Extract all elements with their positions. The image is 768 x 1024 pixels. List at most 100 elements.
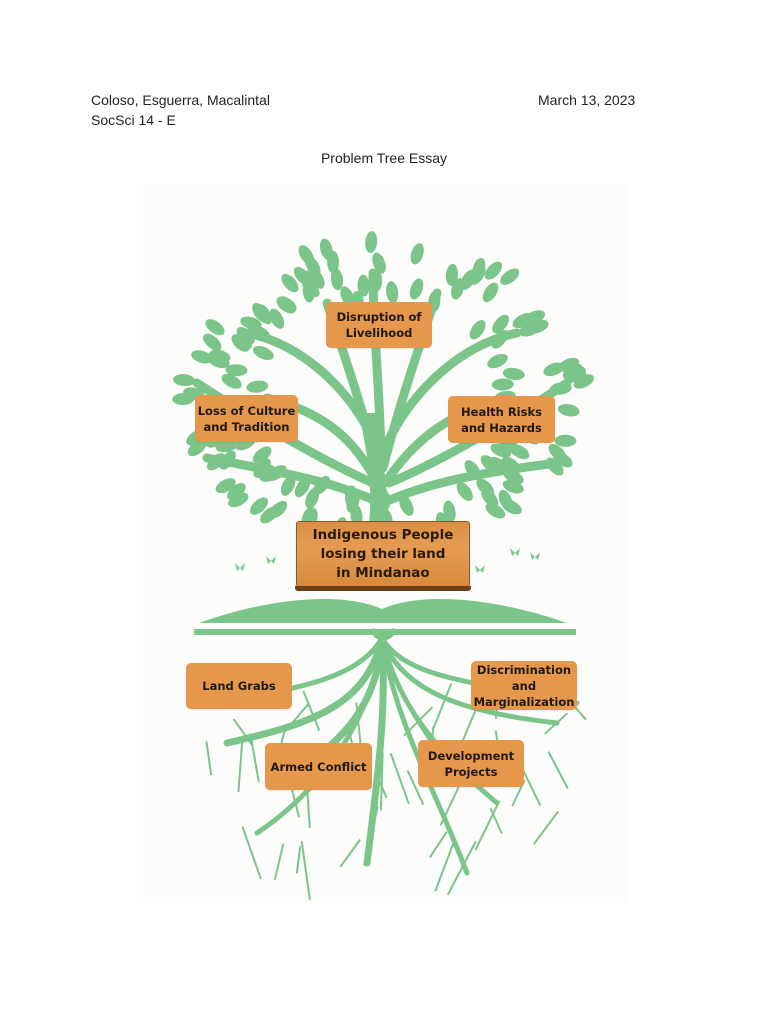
leaf xyxy=(558,357,580,372)
cause-development-projects: Development Projects xyxy=(418,740,524,787)
root-fiber xyxy=(363,806,379,867)
root-fiber xyxy=(532,810,559,845)
root-fiber xyxy=(544,712,569,735)
leaf xyxy=(246,380,269,393)
leaf xyxy=(500,268,520,285)
leaf xyxy=(487,353,508,369)
root-fiber xyxy=(295,846,302,874)
leaf xyxy=(221,373,242,389)
tree-root xyxy=(379,635,560,726)
leaf xyxy=(240,316,262,330)
tree-branch xyxy=(202,453,386,508)
leaf xyxy=(410,243,424,265)
course-code: SocSci 14 - E xyxy=(91,112,176,128)
cause-armed-conflict: Armed Conflict xyxy=(265,743,372,790)
leaf xyxy=(357,274,370,297)
leaf xyxy=(303,270,319,291)
effect-disruption-of-livelihood: Disruption of Livelihood xyxy=(326,302,432,348)
butterfly-icon xyxy=(530,552,540,560)
butterfly-icon xyxy=(235,563,245,571)
root-fiber xyxy=(446,840,477,896)
root-fiber xyxy=(489,807,503,834)
core-problem-sign: Indigenous People losing their land in M… xyxy=(295,521,471,591)
leaf xyxy=(205,319,225,336)
root-fiber xyxy=(241,826,262,880)
leaf xyxy=(445,263,458,286)
leaf xyxy=(187,439,207,457)
leaf xyxy=(304,255,321,276)
leaf xyxy=(269,500,288,519)
tree-branch xyxy=(242,328,380,448)
leaf xyxy=(215,478,236,494)
root-fiber xyxy=(389,752,410,805)
leaf xyxy=(469,265,486,285)
root-fiber xyxy=(432,683,453,729)
leaf xyxy=(208,349,231,363)
leaf xyxy=(573,374,595,389)
root-fiber xyxy=(232,718,253,746)
root-fiber xyxy=(306,788,311,828)
root-fiber xyxy=(237,735,244,792)
leaf xyxy=(484,261,503,280)
leaf xyxy=(281,273,299,293)
leaf xyxy=(502,479,524,494)
leaf xyxy=(527,319,549,334)
leaf xyxy=(252,446,272,464)
cause-discrimination-marginalization: Discrimination and Marginalization xyxy=(471,661,577,710)
butterfly-icon xyxy=(475,565,485,573)
leaf xyxy=(173,374,195,387)
tree-branch xyxy=(378,458,562,508)
leaf xyxy=(269,308,285,329)
root-fiber xyxy=(521,768,542,807)
leaf xyxy=(399,495,414,516)
root-fiber xyxy=(429,831,448,858)
root-fiber xyxy=(406,770,425,806)
leaf xyxy=(557,403,580,417)
leaf xyxy=(553,451,573,468)
leaf xyxy=(280,475,296,496)
leaf xyxy=(409,278,424,300)
leaf xyxy=(485,503,506,519)
author-names: Coloso, Esguerra, Macalintal xyxy=(91,92,270,108)
document-title: Problem Tree Essay xyxy=(320,150,448,166)
butterfly-icon xyxy=(266,556,276,564)
root-fiber xyxy=(302,690,321,731)
leaf xyxy=(385,281,399,304)
leaf xyxy=(191,350,213,364)
tree-root xyxy=(223,634,386,747)
effect-loss-of-culture: Loss of Culture and Tradition xyxy=(195,395,298,442)
root-fiber xyxy=(434,840,456,892)
leaf xyxy=(319,238,333,261)
root-fiber xyxy=(284,703,310,732)
effect-health-risks: Health Risks and Hazards xyxy=(448,396,555,443)
leaf xyxy=(203,333,222,351)
leaf xyxy=(340,286,355,308)
root-fiber xyxy=(300,840,311,900)
leaf xyxy=(512,313,533,329)
leaf xyxy=(228,492,249,508)
root-fiber xyxy=(273,843,285,881)
root-fiber xyxy=(547,751,569,789)
leaf xyxy=(365,231,378,254)
root-fiber xyxy=(339,838,362,868)
tree-branch xyxy=(382,328,522,448)
book-pages xyxy=(199,598,567,623)
root-fiber xyxy=(205,741,213,776)
leaf xyxy=(491,378,514,391)
leaf xyxy=(498,489,513,511)
leaf xyxy=(276,297,296,314)
cause-land-grabs: Land Grabs xyxy=(186,663,292,709)
document-date: March 13, 2023 xyxy=(538,92,636,108)
root-fiber xyxy=(474,800,501,851)
leaf xyxy=(330,268,344,291)
leaf xyxy=(227,483,246,500)
leaf xyxy=(256,304,272,325)
butterfly-icon xyxy=(510,548,520,556)
leaf xyxy=(253,345,274,361)
book-spine-line xyxy=(194,629,576,635)
root-fiber xyxy=(379,752,384,811)
leaf xyxy=(232,333,253,350)
root-fiber xyxy=(403,706,434,737)
leaf xyxy=(492,314,509,334)
leaf xyxy=(502,367,525,381)
